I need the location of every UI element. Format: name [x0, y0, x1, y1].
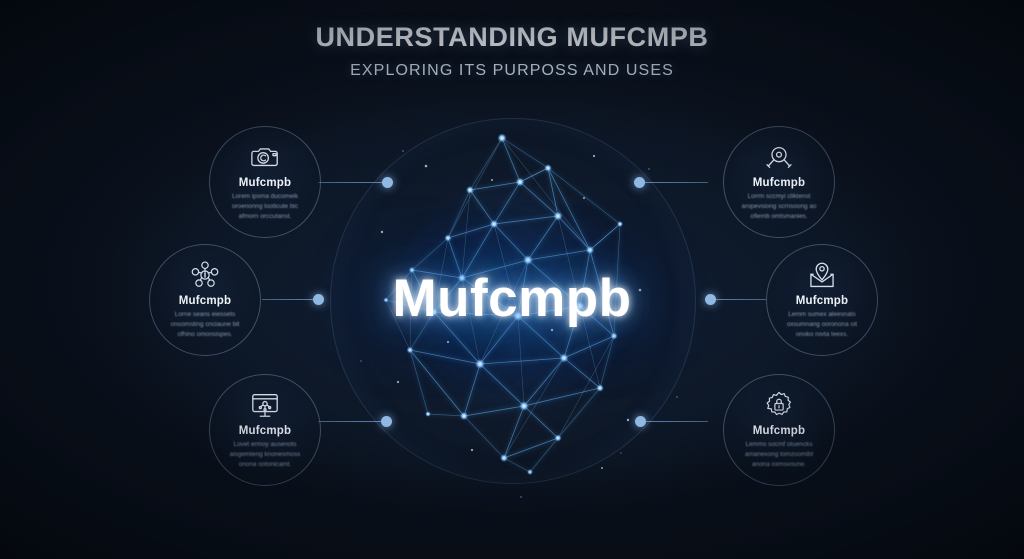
- connector-line-top-right: [640, 182, 708, 183]
- magnifier-icon: [764, 142, 794, 172]
- location-pin-icon: [807, 260, 837, 290]
- connector-line-mid-right: [710, 299, 766, 300]
- node-description: Lemms socmf otuencks amanexong tomzoomib…: [744, 440, 814, 468]
- connector-dot-top-right: [634, 177, 645, 188]
- connector-dot-mid-right: [705, 294, 716, 305]
- node-title: Mufcmpb: [795, 295, 849, 308]
- connector-line-bottom-left: [318, 421, 386, 422]
- node-title: Mufcmpb: [752, 177, 806, 190]
- node-description: Lemm sumex aleesnats oxsumnang ooronona …: [786, 310, 858, 338]
- connector-dot-mid-left: [313, 294, 324, 305]
- connector-dot-top-left: [382, 177, 393, 188]
- connector-dot-bottom-right: [635, 416, 646, 427]
- network-mesh-graphic: [352, 120, 672, 480]
- node-title: Mufcmpb: [752, 425, 806, 438]
- connector-dot-bottom-left: [381, 416, 392, 427]
- background-star: [360, 360, 362, 362]
- node-top-right[interactable]: Mufcmpb Lorrm sccmyi cliktenst aropevsio…: [723, 126, 835, 238]
- node-bottom-right[interactable]: Mufcmpb Lemms socmf otuencks amanexong t…: [723, 374, 835, 486]
- node-title: Mufcmpb: [178, 295, 232, 308]
- network-hub-icon: [190, 260, 220, 290]
- connector-line-top-left: [318, 182, 386, 183]
- background-star: [620, 452, 622, 454]
- background-star: [520, 496, 522, 498]
- monitor-icon: [250, 390, 280, 420]
- node-title: Mufcmpb: [238, 177, 292, 190]
- node-description: Lorem ipsma ducomeik oroenonng looticute…: [231, 192, 299, 220]
- node-mid-right[interactable]: Mufcmpb Lemm sumex aleesnats oxsumnang o…: [766, 244, 878, 356]
- node-mid-left[interactable]: Mufcmpb Lorne seans eiessets onoomsting …: [149, 244, 261, 356]
- node-top-left[interactable]: Mufcmpb Lorem ipsma ducomeik oroenonng l…: [209, 126, 321, 238]
- background-star: [676, 396, 678, 398]
- node-bottom-left[interactable]: Mufcmpb Lovet ermoy ausenots aisgemteng …: [209, 374, 321, 486]
- node-description: Lovet ermoy ausenots aisgemteng knonesmo…: [229, 440, 301, 468]
- node-description: Lorne seans eiessets onoomsting cnciaune…: [170, 310, 240, 338]
- page-subtitle: EXPLORING ITS PURPOSS AND USES: [350, 62, 674, 79]
- node-title: Mufcmpb: [238, 425, 292, 438]
- header: UNDERSTANDING MUFCMPB EXPLORING ITS PURP…: [0, 22, 1024, 80]
- connector-line-mid-left: [262, 299, 318, 300]
- connector-line-bottom-right: [640, 421, 708, 422]
- gear-lock-icon: [764, 390, 794, 420]
- camera-icon: [250, 142, 280, 172]
- page-title: UNDERSTANDING MUFCMPB: [315, 22, 709, 52]
- node-description: Lorrm sccmyi cliktenst aropevsiong scrns…: [741, 192, 817, 220]
- background-star: [402, 150, 404, 152]
- background-star: [648, 168, 650, 170]
